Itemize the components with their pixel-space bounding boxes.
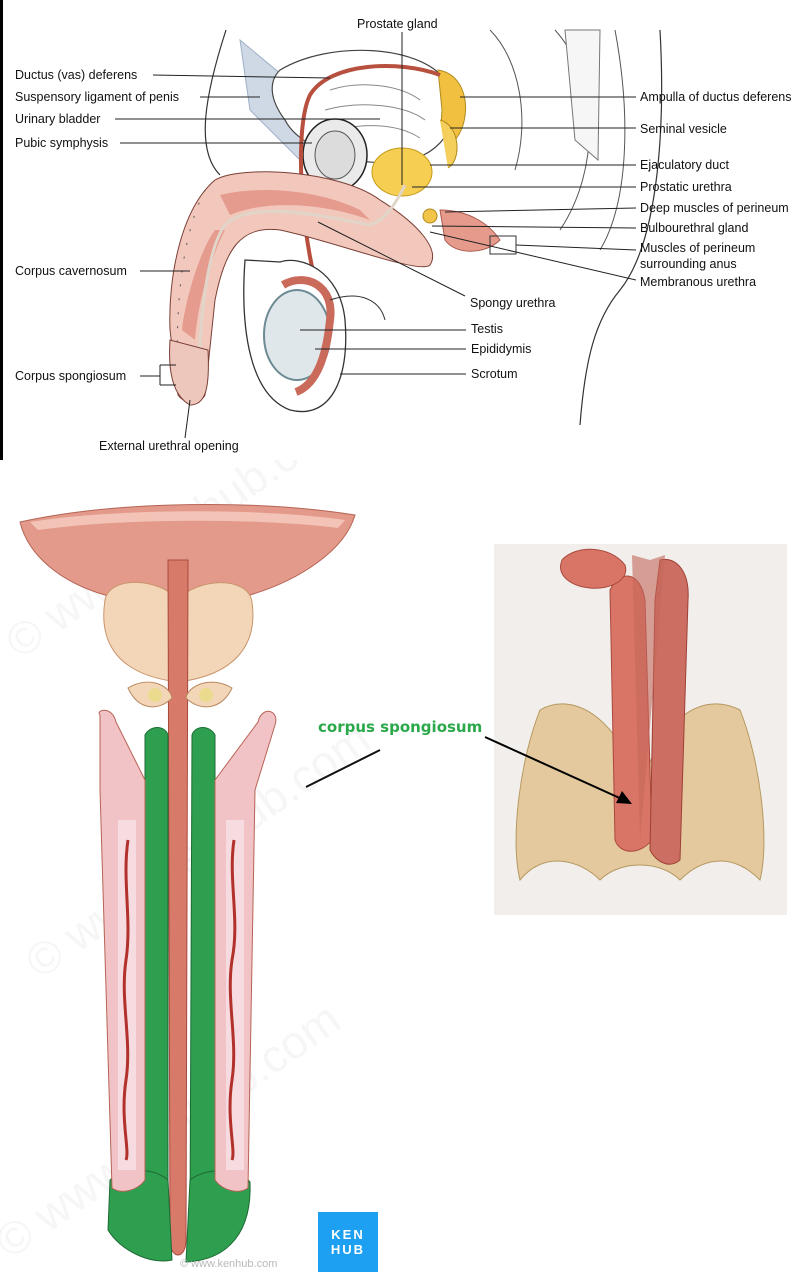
label-suspensory-ligament: Suspensory ligament of penis — [15, 90, 179, 104]
corpus-spongiosum-annotation: corpus spongiosum — [318, 718, 483, 736]
label-seminal-vesicle: Seminal vesicle — [640, 122, 727, 136]
label-deep-muscles: Deep muscles of perineum — [640, 201, 789, 215]
label-spongy-urethra: Spongy urethra — [470, 296, 556, 310]
label-prostatic-urethra: Prostatic urethra — [640, 180, 732, 194]
panel-border — [0, 0, 3, 460]
label-scrotum: Scrotum — [471, 367, 518, 381]
label-epididymis: Epididymis — [471, 342, 532, 356]
coronal-anatomy-illustration: © www.kenhub.com © www.kenhub.com © www.… — [0, 460, 787, 1268]
label-ductus-deferens: Ductus (vas) deferens — [15, 68, 138, 82]
label-prostate-gland: Prostate gland — [357, 17, 438, 31]
label-ejaculatory-duct: Ejaculatory duct — [640, 158, 729, 172]
label-testis: Testis — [471, 322, 503, 336]
sagittal-anatomy-illustration — [115, 29, 663, 439]
label-ampulla: Ampulla of ductus deferens — [640, 90, 792, 104]
label-pubic-symphysis: Pubic symphysis — [15, 136, 109, 150]
kenhub-logo: KEN HUB — [318, 1212, 378, 1272]
pointer-line-left — [305, 749, 381, 788]
label-membranous-urethra: Membranous urethra — [640, 275, 757, 289]
label-external-urethral-opening: External urethral opening — [99, 439, 239, 453]
label-urinary-bladder: Urinary bladder — [15, 112, 101, 126]
label-bulbourethral-gland: Bulbourethral gland — [640, 221, 749, 235]
label-muscles-perineum-anus-2: surrounding anus — [640, 257, 737, 271]
label-corpus-spongiosum: Corpus spongiosum — [15, 369, 127, 383]
label-muscles-perineum-anus-1: Muscles of perineum — [640, 241, 756, 255]
kenhub-logo-line1: KEN — [331, 1227, 365, 1242]
kenhub-logo-line2: HUB — [330, 1242, 366, 1257]
label-corpus-cavernosum: Corpus cavernosum — [15, 264, 127, 278]
kenhub-url: © www.kenhub.com — [180, 1258, 278, 1270]
pointer-arrow — [484, 736, 625, 801]
